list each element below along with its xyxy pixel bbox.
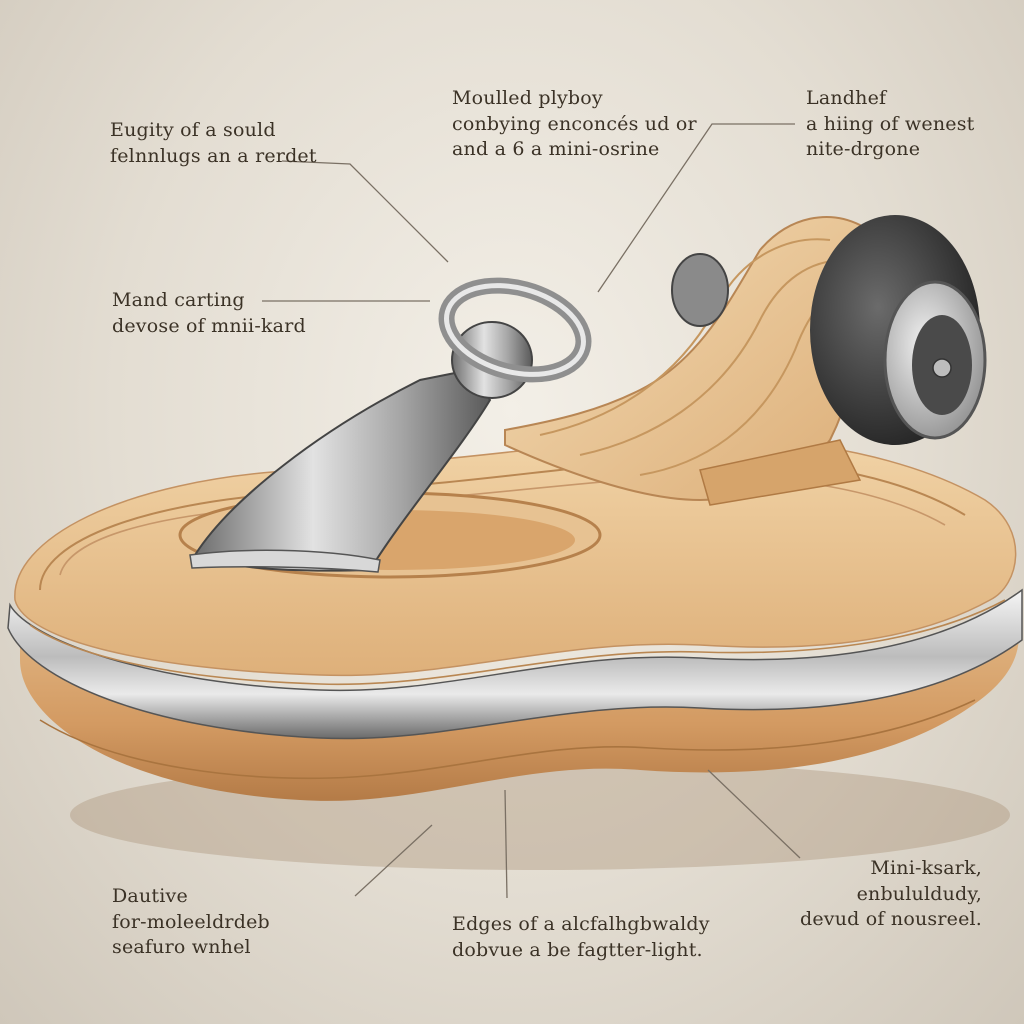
callout-line: Edges of a alcfalhgbwaldy (452, 913, 710, 935)
callout-line: a hiing of wenest (806, 112, 975, 135)
seat-contour (579, 259, 846, 456)
callout-line: Landhef (806, 87, 887, 109)
callout-bottom-center: Edges of a alcfalhgbwaldy dobvue a be fa… (452, 912, 710, 963)
callout-line: conbying enconcés ud or (452, 112, 697, 135)
callout-line: and a 6 a mini-osrine (452, 138, 660, 161)
callout-line: for-moleeldrdeb (112, 910, 270, 933)
callout-line: enbululdudy, (856, 882, 983, 905)
callout-line: Dautive (112, 885, 188, 907)
leader-line-bottom-center (504, 789, 508, 899)
callout-line: Mini-ksark, (870, 857, 983, 879)
wood-layer-line (39, 699, 976, 780)
callout-line: Eugity of a sould (110, 119, 276, 141)
leader-line-top-left (281, 160, 449, 263)
callout-line: nite-drgone (806, 138, 921, 161)
callout-line: seafuro wnhel (112, 936, 251, 959)
leader-line-top-right (597, 123, 795, 293)
engine-hub (932, 358, 952, 378)
callout-line: dobvue a be fagtter-light. (452, 938, 703, 961)
callout-line: devud of nousreel. (800, 908, 983, 931)
seat-base (699, 439, 862, 506)
callout-line: Mand carting (112, 289, 245, 311)
callout-top-center: Moulled plyboy conbying enconcés ud or a… (452, 86, 697, 163)
engine-side-pod (671, 253, 729, 327)
steering-column (193, 368, 492, 572)
callout-line: devose of mnii-kard (112, 314, 306, 337)
callout-line: Moulled plyboy (452, 87, 603, 109)
leader-line-bottom-right (707, 769, 801, 859)
callout-line: felnnlugs an a rerdet (110, 144, 317, 167)
callout-bottom-left: Dautive for-moleeldrdeb seafuro wnhel (112, 884, 270, 961)
callout-top-right: Landhef a hiing of wenest nite-drgone (806, 86, 974, 163)
callout-bottom-right: Mini-ksark, enbululdudy, devud of nousre… (800, 856, 982, 933)
steering-wheel-highlight (444, 283, 586, 377)
wood-layer-line (29, 599, 1006, 686)
callout-top-left: Eugity of a sould felnnlugs an a rerdet (110, 118, 317, 169)
steel-bumper-band (7, 588, 1023, 740)
leader-line-bottom-left (354, 824, 433, 897)
steering-column-flange (189, 549, 381, 573)
callout-mid-left: Mand carting devose of mnii-kard (112, 288, 306, 339)
